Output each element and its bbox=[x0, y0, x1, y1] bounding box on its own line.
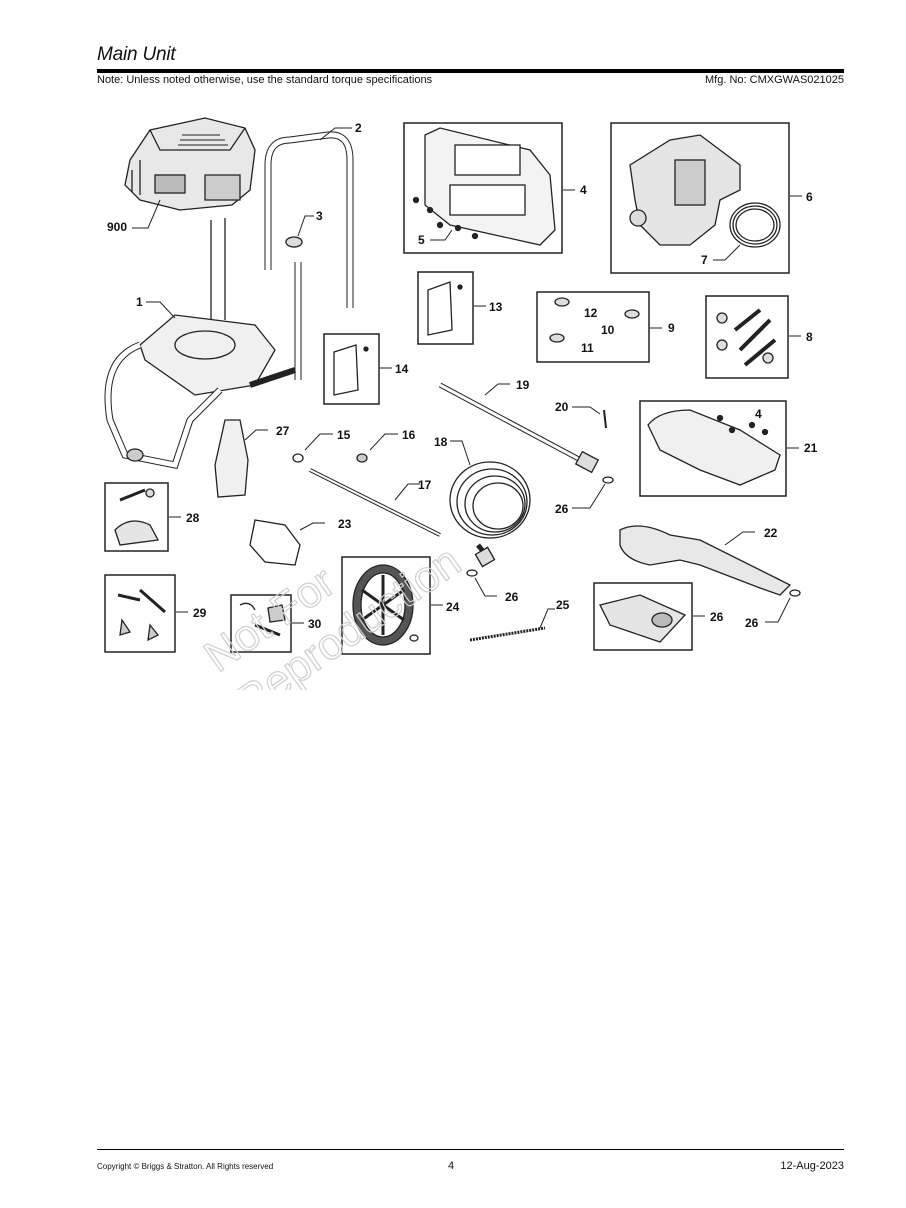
handle-illustration bbox=[264, 131, 354, 380]
mfg-number: Mfg. No: CMXGWAS021025 bbox=[705, 74, 844, 86]
callout-6: 6 bbox=[806, 190, 813, 204]
callout-3: 3 bbox=[316, 209, 323, 223]
callout-1: 1 bbox=[136, 295, 143, 309]
callout-12: 12 bbox=[584, 306, 598, 320]
page-title: Main Unit bbox=[97, 44, 176, 65]
callout-22: 22 bbox=[764, 526, 778, 540]
callout-4-right: 4 bbox=[755, 407, 762, 421]
frame-illustration bbox=[104, 218, 296, 470]
torque-note: Note: Unless noted otherwise, use the st… bbox=[97, 74, 433, 86]
callout-29: 29 bbox=[193, 606, 207, 620]
callout-26-a: 26 bbox=[555, 502, 569, 516]
page-number: 4 bbox=[448, 1160, 455, 1172]
callout-4-top: 4 bbox=[580, 183, 587, 197]
callout-11: 11 bbox=[581, 341, 594, 355]
header-rule bbox=[97, 69, 844, 73]
callout-8: 8 bbox=[806, 330, 813, 344]
callout-15: 15 bbox=[337, 428, 351, 442]
callout-10: 10 bbox=[601, 323, 615, 337]
callout-18: 18 bbox=[434, 435, 448, 449]
engine-illustration bbox=[124, 117, 256, 211]
callout-26-c: 26 bbox=[710, 610, 724, 624]
callout-23: 23 bbox=[338, 517, 352, 531]
callout-7: 7 bbox=[701, 253, 708, 267]
callout-9: 9 bbox=[668, 321, 675, 335]
parts-diagram: 900 2 3 1 4 5 6 7 13 12 10 9 11 8 14 19 … bbox=[104, 117, 818, 655]
callout-20: 20 bbox=[555, 400, 569, 414]
callout-17: 17 bbox=[418, 478, 432, 492]
callout-24: 24 bbox=[446, 600, 460, 614]
callout-28: 28 bbox=[186, 511, 200, 525]
callout-13: 13 bbox=[489, 300, 503, 314]
callout-14: 14 bbox=[395, 362, 409, 376]
footer-rule bbox=[97, 1149, 844, 1150]
callout-2: 2 bbox=[355, 121, 362, 135]
callout-900: 900 bbox=[107, 220, 127, 234]
callout-5: 5 bbox=[418, 233, 425, 247]
callout-19: 19 bbox=[516, 378, 530, 392]
callout-25: 25 bbox=[556, 598, 570, 612]
copyright-text: Copyright © Briggs & Stratton. All Right… bbox=[97, 1162, 274, 1171]
callout-21: 21 bbox=[804, 441, 818, 455]
callout-26-d: 26 bbox=[745, 616, 759, 630]
callout-26-b: 26 bbox=[505, 590, 519, 604]
callout-30: 30 bbox=[308, 617, 322, 631]
callout-27: 27 bbox=[276, 424, 290, 438]
callout-16: 16 bbox=[402, 428, 416, 442]
page-date: 12-Aug-2023 bbox=[780, 1160, 844, 1172]
